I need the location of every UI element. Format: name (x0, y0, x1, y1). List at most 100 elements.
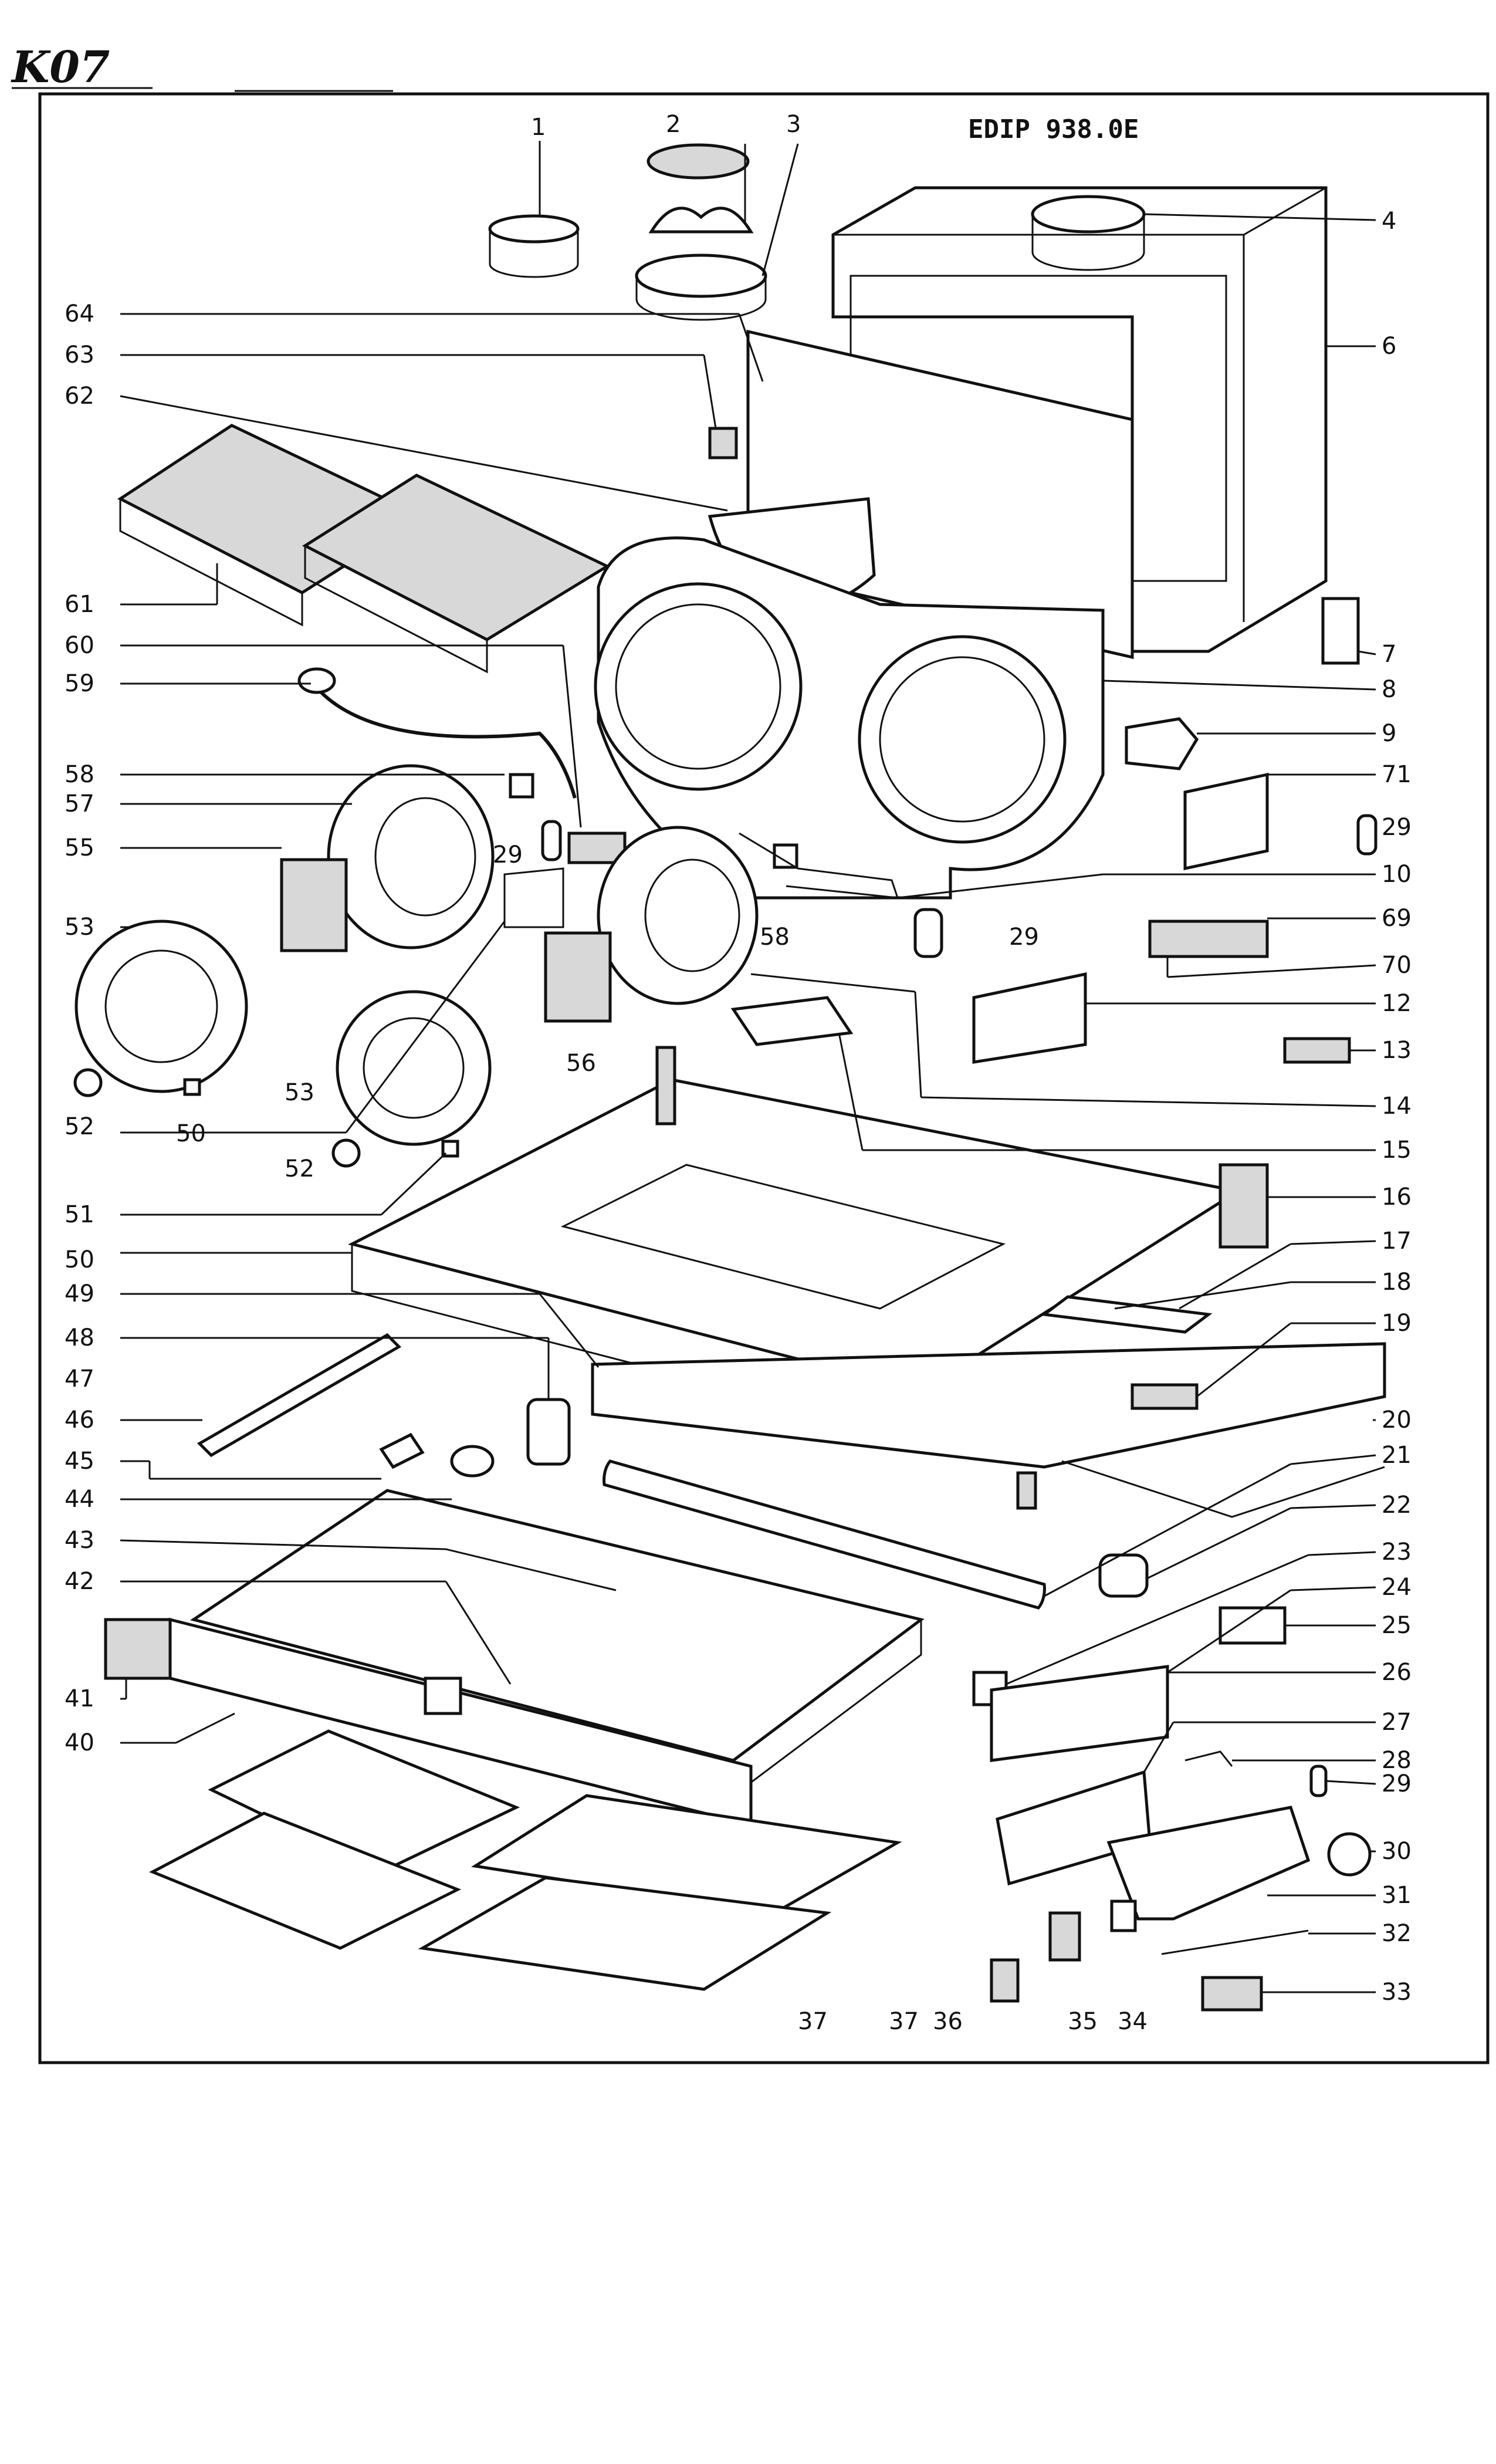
callout-62: 62 (65, 383, 94, 410)
callout-36: 36 (933, 2008, 963, 2035)
callout-16: 16 (1382, 1184, 1412, 1211)
callout-15: 15 (1382, 1137, 1412, 1164)
filter-61b-side (304, 546, 488, 674)
callout-1: 1 (531, 114, 546, 141)
callout-32: 32 (1382, 1920, 1412, 1947)
callout-49: 49 (65, 1280, 94, 1307)
part-47 (526, 1398, 571, 1466)
part-13 (1283, 1037, 1351, 1064)
leader-lines (120, 141, 1376, 1993)
part-29-left (541, 820, 562, 861)
callout-25: 25 (1382, 1612, 1412, 1639)
callout-9: 9 (1382, 720, 1396, 747)
part-hood-housing-6 (831, 186, 1328, 653)
part-grease-filter-d (418, 1876, 832, 1991)
part-strip-10 (739, 832, 899, 899)
callout-19: 19 (1382, 1310, 1412, 1337)
callout-50-inner: 50 (176, 1120, 206, 1147)
part-blower-wheel-56 (597, 826, 759, 1005)
callout-31: 31 (1382, 1882, 1412, 1909)
callout-60: 60 (65, 632, 94, 659)
callout-42: 42 (65, 1568, 94, 1595)
volute-left-inner (615, 603, 781, 770)
callout-45: 45 (65, 1448, 94, 1475)
part-outlet-ring-4 (1031, 195, 1146, 234)
part-26 (990, 1665, 1169, 1762)
volute-right-inner (879, 656, 1045, 823)
part-light-tube-21 (603, 1459, 1046, 1610)
part-30 (1327, 1832, 1372, 1877)
callout-70: 70 (1382, 952, 1412, 979)
callout-22: 22 (1382, 1492, 1412, 1519)
callout-53-inner: 53 (285, 1079, 314, 1106)
callout-21: 21 (1382, 1442, 1412, 1469)
callout-34: 34 (1118, 2008, 1148, 2035)
part-45 (379, 1432, 425, 1469)
volute-right (858, 635, 1067, 844)
part-17 (1040, 1295, 1213, 1334)
callout-52: 52 (65, 1113, 94, 1140)
volute-left (594, 582, 803, 791)
filter-61a-side (119, 499, 303, 627)
part-69 (1148, 920, 1269, 958)
part-nut-52a (73, 1068, 103, 1097)
part-12 (972, 972, 1087, 1064)
part-chassis-49 (348, 1078, 1242, 1392)
callout-27: 27 (1382, 1709, 1412, 1736)
part-33 (1201, 1976, 1263, 2012)
part-21-clip (1016, 1471, 1037, 1510)
part-ring-1-body (489, 229, 579, 278)
callout-labels: 64 63 62 61 60 59 58 57 55 53 52 51 50 4… (65, 111, 1412, 2035)
callout-43: 43 (65, 1527, 94, 1554)
plate-53a-inner (104, 949, 218, 1063)
callout-35: 35 (1068, 2008, 1098, 2035)
callout-55: 55 (65, 834, 94, 861)
callout-59: 59 (65, 670, 94, 697)
callout-46: 46 (65, 1407, 94, 1434)
callout-41: 41 (65, 1685, 94, 1712)
part-25 (1219, 1606, 1287, 1645)
part-outlet-ring-4-body (1031, 214, 1145, 271)
wheel-56-inner (644, 858, 740, 972)
callout-57: 57 (65, 790, 94, 817)
part-34 (1110, 1899, 1137, 1932)
part-front-panel-20 (591, 1342, 1386, 1469)
callout-7: 7 (1382, 641, 1396, 668)
part-50a (183, 1078, 201, 1096)
callout-3: 3 (786, 111, 801, 138)
handwritten-mark: K07 (11, 42, 110, 93)
part-motor-plate-53b (336, 990, 492, 1146)
callout-37-b: 37 (889, 2008, 919, 2035)
callout-63: 63 (65, 342, 94, 369)
part-41 (104, 1618, 172, 1680)
callout-20: 20 (1382, 1407, 1412, 1434)
panel-lip (1061, 1460, 1385, 1518)
callout-24: 24 (1382, 1574, 1412, 1601)
callout-47: 47 (65, 1365, 94, 1392)
part-nut-52b (331, 1138, 361, 1168)
callout-37-a: 37 (798, 2008, 828, 2035)
callout-29-c: 29 (1382, 1770, 1412, 1797)
part-71 (1183, 772, 1269, 871)
cable-plug (297, 667, 336, 694)
callout-51: 51 (65, 1201, 94, 1228)
callout-71: 71 (1382, 761, 1412, 788)
callout-10: 10 (1382, 861, 1412, 888)
callout-29-a: 29 (1382, 814, 1412, 841)
part-9 (1125, 717, 1199, 770)
part-drawings (73, 143, 1386, 2012)
part-flap-valve (648, 207, 754, 234)
part-collar-3 (635, 254, 767, 298)
callout-6: 6 (1382, 333, 1396, 360)
callout-48: 48 (65, 1324, 94, 1351)
callout-14: 14 (1382, 1093, 1412, 1120)
part-motor-plate-53a (75, 920, 248, 1093)
callout-13: 13 (1382, 1037, 1412, 1064)
part-36 (990, 1958, 1020, 2003)
part-29-right (1356, 814, 1377, 856)
callout-33: 33 (1382, 1979, 1412, 2006)
part-29-mid (913, 908, 943, 958)
part-ring-1 (488, 214, 580, 244)
callout-4: 4 (1382, 208, 1396, 235)
